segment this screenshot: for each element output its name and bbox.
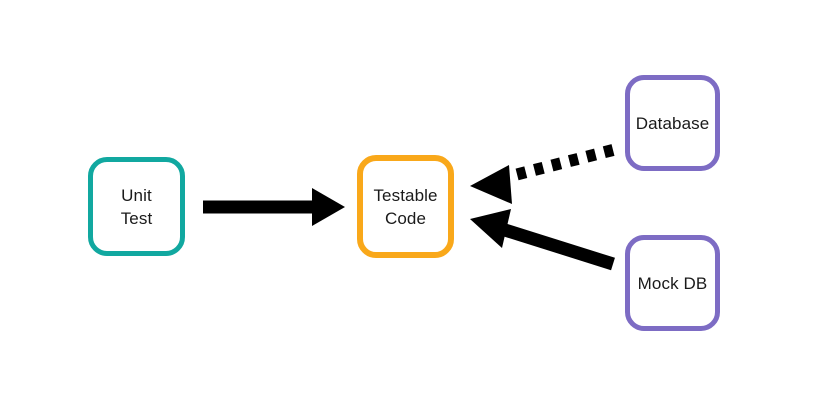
arrowhead-unit-test: [312, 188, 345, 226]
arrowhead-mock-db: [470, 209, 511, 248]
edge-shaft-mock-db: [503, 223, 615, 271]
node-mock-db[interactable]: Mock DB: [625, 235, 720, 331]
node-unit-test-label: Unit Test: [120, 185, 153, 228]
node-testable-code[interactable]: Testable Code: [357, 155, 454, 258]
edge-mock-db-to-testable-code: [470, 209, 615, 271]
node-database-label: Database: [635, 113, 710, 133]
node-unit-test[interactable]: Unit Test: [88, 157, 185, 256]
node-mock-db-label: Mock DB: [637, 273, 708, 293]
node-testable-code-label: Testable Code: [373, 185, 438, 228]
node-database[interactable]: Database: [625, 75, 720, 171]
edge-shaft-database: [501, 144, 615, 184]
arrowhead-database: [470, 165, 512, 204]
edge-database-to-testable-code: [470, 144, 615, 204]
edge-unit-test-to-testable-code: [203, 188, 345, 226]
